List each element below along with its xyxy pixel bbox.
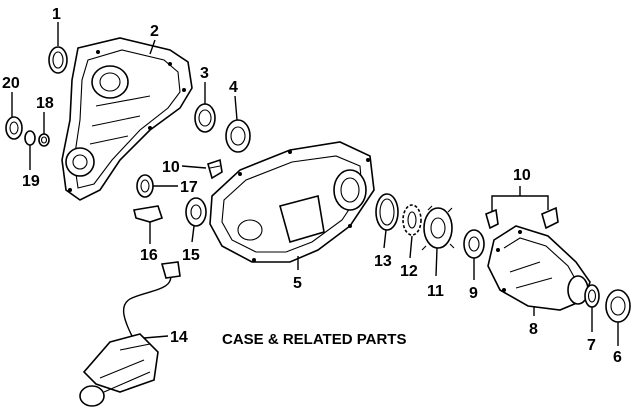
bearing-part-3 bbox=[194, 103, 216, 133]
callout-5: 5 bbox=[293, 275, 302, 292]
sensor-part-10-left bbox=[207, 158, 223, 180]
callout-6: 6 bbox=[613, 349, 622, 366]
bearing-part-17 bbox=[136, 174, 154, 198]
sensor-part-10-right-a bbox=[485, 208, 499, 230]
snap-ring-part-13 bbox=[375, 193, 399, 231]
gear-part-12 bbox=[402, 204, 422, 236]
callout-9: 9 bbox=[469, 285, 478, 302]
tone-wheel-part-11 bbox=[421, 205, 455, 251]
leader-lines bbox=[11, 22, 619, 346]
seal-part-6 bbox=[605, 289, 631, 323]
bearing-part-4 bbox=[225, 119, 251, 153]
ring-part-20 bbox=[5, 116, 23, 140]
callout-1: 1 bbox=[52, 6, 61, 23]
callout-13: 13 bbox=[374, 253, 392, 270]
callout-12: 12 bbox=[400, 263, 418, 280]
bearing-part-15 bbox=[185, 197, 207, 227]
ring-part-18 bbox=[38, 133, 50, 147]
callout-20: 20 bbox=[2, 75, 20, 92]
seal-part-7 bbox=[584, 284, 600, 308]
seal-part-1 bbox=[48, 46, 68, 74]
callout-14: 14 bbox=[170, 329, 188, 346]
shift-motor-part-14 bbox=[79, 261, 181, 407]
callout-10-left: 10 bbox=[162, 159, 180, 176]
front-case-half bbox=[61, 37, 193, 201]
rear-case-part-5 bbox=[209, 141, 375, 263]
diagram-caption: CASE & RELATED PARTS bbox=[222, 331, 406, 348]
callout-17: 17 bbox=[180, 179, 198, 196]
callout-8: 8 bbox=[529, 321, 538, 338]
ring-part-19 bbox=[24, 130, 36, 146]
extension-housing-part-8 bbox=[487, 225, 591, 311]
sensor-part-10-right-b bbox=[541, 206, 559, 230]
callout-labels: 1 2 3 4 20 18 19 10 17 16 15 5 13 12 11 … bbox=[2, 6, 622, 366]
callout-10-right: 10 bbox=[513, 167, 531, 184]
callout-16: 16 bbox=[140, 247, 158, 264]
callout-7: 7 bbox=[587, 337, 596, 354]
callout-18: 18 bbox=[36, 95, 54, 112]
callout-11: 11 bbox=[427, 283, 444, 300]
callout-4: 4 bbox=[229, 79, 238, 96]
callout-19: 19 bbox=[22, 173, 40, 190]
callout-2: 2 bbox=[150, 23, 159, 40]
callout-15: 15 bbox=[182, 247, 200, 264]
bearing-part-9 bbox=[463, 229, 485, 259]
bracket-part-16 bbox=[133, 205, 164, 223]
callout-3: 3 bbox=[200, 65, 209, 82]
